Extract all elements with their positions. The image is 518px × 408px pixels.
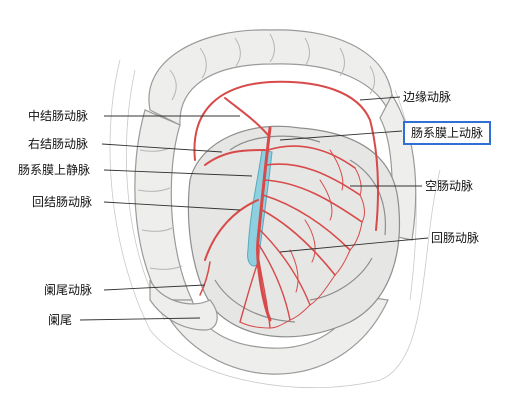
right-colic-artery-path (204, 149, 266, 166)
label-jejunal-arteries: 空肠动脉 (425, 179, 474, 193)
label-marginal-artery: 边缘动脉 (403, 90, 452, 104)
marginal-artery-path (193, 80, 379, 231)
haustra-marks (137, 33, 375, 270)
leader-lines (79, 96, 429, 321)
ileocolic-artery-path (204, 199, 259, 261)
appendicular-artery-path (199, 261, 211, 296)
label-appendicular-artery: 阑尾动脉 (44, 283, 93, 297)
label-superior-mesenteric-artery: 肠系膜上动脉 (403, 121, 492, 145)
label-appendix: 阑尾 (48, 313, 73, 327)
label-middle-colic-artery: 中结肠动脉 (28, 109, 89, 123)
vascular-arcades (239, 149, 365, 329)
cecum (149, 279, 218, 331)
middle-colic-artery-path (224, 97, 269, 136)
jejunal-artery-branches (261, 145, 363, 276)
artery-network (193, 80, 379, 329)
label-right-colic-artery: 右结肠动脉 (28, 137, 89, 151)
label-ileocolic-artery: 回结肠动脉 (32, 195, 93, 209)
label-ileal-arteries: 回肠动脉 (431, 231, 480, 245)
ileal-artery-branches (239, 229, 311, 329)
colon-frame (134, 29, 417, 375)
superior-mesenteric-artery-trunk (256, 126, 272, 322)
label-superior-mesenteric-vein: 肠系膜上静脉 (18, 163, 91, 177)
